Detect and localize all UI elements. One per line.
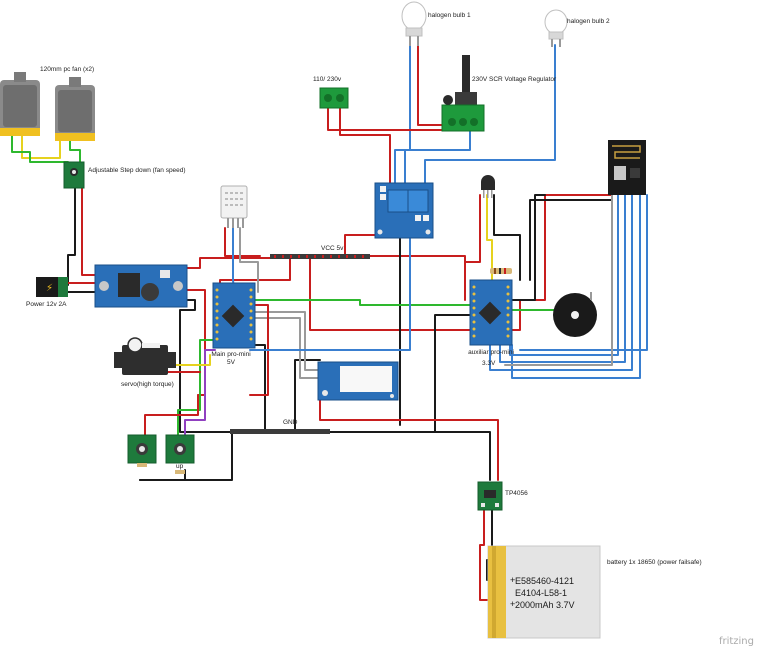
battery-plus: + [510,575,516,585]
wire-red-scr-relay [339,104,391,186]
tp4056-module [477,481,503,511]
wire-red-batt [479,509,491,601]
wire-red-tp-vcc [319,394,499,481]
buck-converter [94,264,188,308]
nrf24-module [608,140,646,195]
wire-vcc-red2 [344,204,379,257]
aux-pro-mini [469,279,513,346]
wire-fan-green [11,134,69,163]
vcc-rail-pins [274,255,364,258]
power-jack: ⚡ [36,277,68,297]
battery-print-line-1: E585460-4121 [515,576,575,586]
halogen-bulb-1 [401,1,427,46]
wire-yellow-temp [486,194,493,281]
label-stepdown: Adjustable Step down (fan speed) [88,167,186,174]
wire-blue-relay-main [249,204,411,351]
label-mains: 110/ 230v [313,76,342,83]
oled-display [317,361,399,401]
servo-motor [114,337,176,375]
mains-terminal [319,87,349,109]
wire-red-buttons [144,394,199,436]
label-halogen-1: halogen bulb 1 [428,12,471,19]
wire-gnd-black4 [294,359,321,433]
button-up [165,434,195,474]
wire-red-temp [464,194,481,263]
main-pro-mini [212,282,256,349]
wire-gnd-black3 [249,344,266,433]
wire-step-red [81,184,101,276]
wire-buck-black [179,299,233,433]
wire-green-main-aux [247,299,471,306]
wire-gnd-black6 [434,314,471,433]
wire-black-temp [493,194,521,281]
label-power: Power 12v 2A [26,301,67,308]
fan-2 [55,77,95,141]
label-main-mcu-1: Main pro-mini [211,351,251,358]
wire-purple [184,349,216,436]
wire-vcc-red3 [369,255,466,301]
wire-servo-yellow [167,354,211,366]
stepdown-module [63,161,85,189]
wire-fan-green2 [69,134,81,166]
battery-18650 [487,545,601,639]
wire-gnd-black7 [509,194,546,301]
label-halogen-2: halogen bulb 2 [567,18,610,25]
buzzer [553,292,597,337]
wire-vcc-red5 [224,227,261,257]
wire-blue-nrf5 [519,194,648,351]
label-aux-mcu-1: auxiliar pro-mini [468,349,514,356]
wire-blue-nrf4 [511,194,641,379]
label-aux-mcu-2: 3.3V [482,360,496,367]
wire-buck-red2 [184,289,206,396]
label-vcc: VCC 5v [321,245,344,252]
wire-fan-yellow [21,134,61,159]
battery-print-line-2: E4104-L58-1 [515,588,568,598]
wire-blue-relay-h1 [394,44,411,186]
relay-module [374,182,434,239]
battery-print-line-3: 2000mAh 3.7V [515,600,575,610]
fritzing-watermark: fritzing [718,636,754,647]
resistor [490,268,512,274]
label-servo: servo(high torque) [121,381,174,388]
wire-dht-gray [239,227,259,293]
wire-gnd-black2 [329,431,491,481]
wire-blue-relay-h2 [424,44,556,186]
wire-step-black [67,184,76,286]
halogen-bulb-2 [544,9,568,47]
wire-blue-nrf3 [489,194,633,371]
label-tp4056: TP4056 [505,490,528,497]
wire-blue-scr [404,129,471,186]
label-scr: 230V SCR Voltage Regulator [472,76,557,83]
gnd-rail [230,429,330,434]
label-main-mcu-2: 5V [227,359,235,366]
wire-gray-nrf [504,189,613,366]
button-left [127,434,157,467]
wire-gnd-black8 [529,199,613,281]
label-fans: 120mm pc fan (x2) [40,66,95,73]
svg-text:⚡: ⚡ [46,283,53,294]
wire-gray-oled2 [249,317,323,379]
wire-gray-oled1 [249,311,323,371]
label-button-up: up [176,463,184,470]
fan-1 [0,72,40,136]
dht-sensor [220,185,248,228]
wire-buck-red [184,257,273,269]
vcc-rail [270,254,370,259]
label-gnd: GND [283,419,298,426]
wires [11,44,648,601]
label-battery: battery 1x 18650 (power failsafe) [607,559,702,566]
scr-regulator [441,55,485,132]
wire-blue-nrf2 [499,194,626,363]
temp-sensor [481,175,495,198]
wire-red-mains [327,104,451,131]
battery-plus-2: + [510,599,516,609]
wire-green-buttons [177,339,216,436]
